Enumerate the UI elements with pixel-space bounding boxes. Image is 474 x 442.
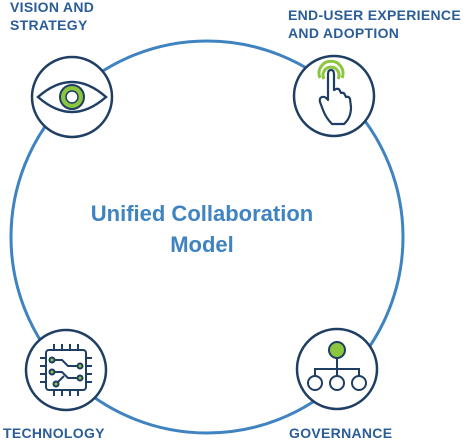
touch-tap-icon xyxy=(317,59,353,126)
label-enduser-adoption: END-USER EXPERIENCE AND ADOPTION xyxy=(288,7,461,41)
label-vision-strategy: VISION AND STRATEGY xyxy=(10,0,95,33)
vision-node xyxy=(30,55,114,139)
label-technology: TECHNOLOGY xyxy=(3,425,105,441)
enduser-node xyxy=(292,54,376,138)
hierarchy-icon xyxy=(307,341,367,391)
eye-icon xyxy=(36,80,108,114)
technology-node xyxy=(24,328,108,412)
center-title: Unified Collaboration Model xyxy=(90,201,314,257)
chip-icon xyxy=(40,344,92,396)
label-governance: GOVERNANCE xyxy=(289,425,393,441)
governance-node xyxy=(295,327,379,411)
